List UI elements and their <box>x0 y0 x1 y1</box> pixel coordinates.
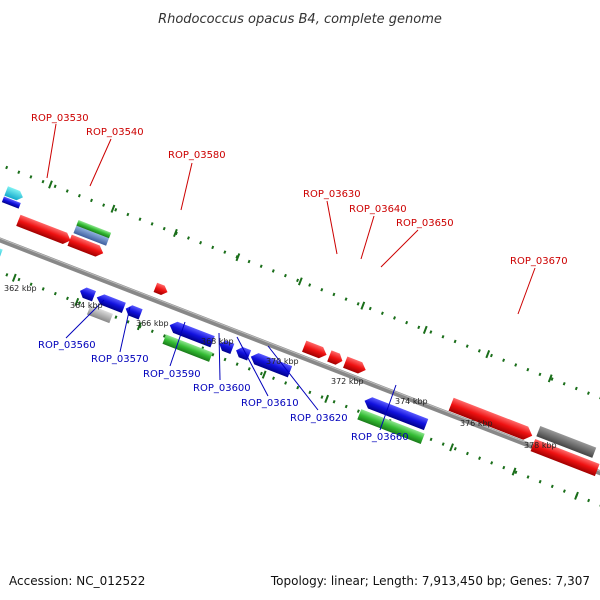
gene-ROP_03630[interactable] <box>302 340 329 361</box>
tick-label: 372 kbp <box>331 377 364 386</box>
forward-gene-labels: ROP_03530 ROP_03540 ROP_03580 ROP_03630 … <box>31 113 568 267</box>
gene-label-ROP_03640[interactable]: ROP_03640 <box>349 204 407 215</box>
tick-label: 376 kbp <box>460 419 493 428</box>
reverse-gene-labels: ROP_03560 ROP_03570 ROP_03590 ROP_03600 … <box>38 340 409 443</box>
gene-ROP_03570[interactable] <box>95 292 126 314</box>
gene-label-ROP_03650[interactable]: ROP_03650 <box>396 218 454 229</box>
tick-label: 374 kbp <box>395 397 428 406</box>
tick-label: 362 kbp <box>4 284 37 293</box>
rna-feature[interactable] <box>76 220 112 239</box>
pseudogene-feature[interactable] <box>86 305 113 324</box>
map-title: Rhodococcus opacus B4, complete genome <box>158 12 442 27</box>
forward-leader-lines <box>46 123 536 315</box>
gene-ROP_03560[interactable] <box>78 286 96 302</box>
gene-label-ROP_03560[interactable]: ROP_03560 <box>38 340 96 351</box>
gene-ROP_03660[interactable] <box>362 395 429 431</box>
gene-label-ROP_03570[interactable]: ROP_03570 <box>91 354 149 365</box>
gene-label-ROP_03530[interactable]: ROP_03530 <box>31 113 89 124</box>
gene-label-ROP_03660[interactable]: ROP_03660 <box>351 432 409 443</box>
gene-ROP_03670[interactable] <box>448 397 535 443</box>
topology-info: Topology: linear; Length: 7,913,450 bp; … <box>270 574 590 588</box>
tick-label: 378 kbp <box>524 441 557 450</box>
gene-feature-reverse[interactable] <box>124 303 143 320</box>
gene-ROP_03660-rna[interactable] <box>357 409 425 444</box>
gene-ROP_03590-rna[interactable] <box>162 334 213 362</box>
gene-feature-dark[interactable] <box>536 425 597 458</box>
gene-label-ROP_03620[interactable]: ROP_03620 <box>290 413 348 424</box>
reverse-scale-track <box>0 242 600 525</box>
gene-ROP_03540[interactable] <box>67 234 105 259</box>
tick-label: 364 kbp <box>70 301 103 310</box>
gene-ROP_03590[interactable] <box>168 320 215 348</box>
gene-ROP_03640[interactable] <box>327 350 344 366</box>
gene-label-ROP_03670[interactable]: ROP_03670 <box>510 256 568 267</box>
gene-feature-cyan-reverse[interactable] <box>0 243 3 260</box>
scale-tick-labels: 362 kbp 364 kbp 366 kbp 368 kbp 370 kbp … <box>4 284 557 450</box>
gene-ROP_03620[interactable] <box>249 351 293 378</box>
gene-ROP_03580[interactable] <box>153 282 170 297</box>
gene-ROP_03530[interactable] <box>16 214 73 246</box>
tick-label: 368 kbp <box>201 337 234 346</box>
gene-label-ROP_03630[interactable]: ROP_03630 <box>303 189 361 200</box>
reverse-leader-lines <box>65 299 397 431</box>
gene-ROP_03600[interactable] <box>217 339 235 355</box>
gene-label-ROP_03600[interactable]: ROP_03600 <box>193 383 251 394</box>
gene-label-ROP_03540[interactable]: ROP_03540 <box>86 127 144 138</box>
gene-label-ROP_03580[interactable]: ROP_03580 <box>168 150 226 161</box>
tick-label: 370 kbp <box>266 357 299 366</box>
tick-label: 366 kbp <box>136 319 169 328</box>
gene-ROP_03650[interactable] <box>343 356 368 376</box>
gene-label-ROP_03610[interactable]: ROP_03610 <box>241 398 299 409</box>
gene-label-ROP_03590[interactable]: ROP_03590 <box>143 369 201 380</box>
gene-feature-cyan[interactable] <box>4 186 24 202</box>
gene-feature-steel[interactable] <box>73 225 109 246</box>
gene-feature[interactable] <box>1 196 21 209</box>
gene-feature-red[interactable] <box>530 439 600 477</box>
accession-info: Accession: NC_012522 <box>9 574 146 588</box>
